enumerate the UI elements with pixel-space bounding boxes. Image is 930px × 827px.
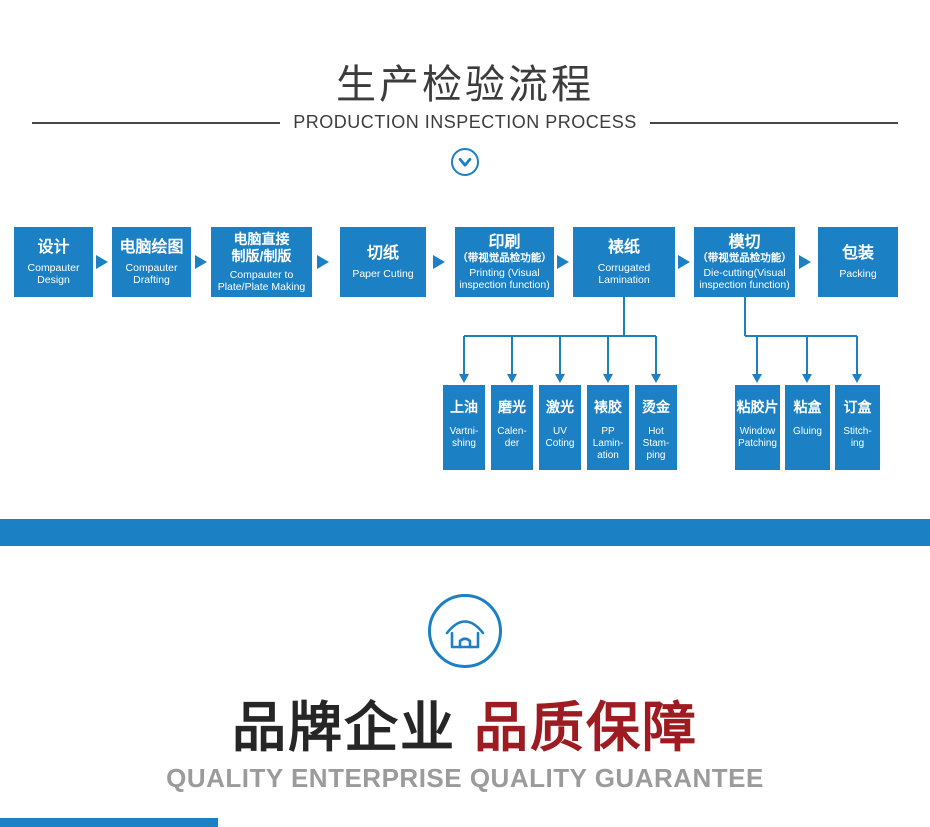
step-label-zh: 电脑直接 制版/制版 [231,231,292,264]
sub-step-label-zh: 激光 [546,399,574,415]
divider-right [649,121,898,124]
step-label-zh: 模切 [728,233,761,251]
sub-step-label-en: Calen- der [497,426,527,449]
page-subtitle: PRODUCTION INSPECTION PROCESS [293,112,637,132]
sub-step-label-zh: 上油 [450,399,478,415]
footer-title: 品牌企业品质保障 [0,697,930,759]
flow-step-printing: 印刷 （带视觉品检功能） Printing (Visual inspection… [455,227,554,297]
flow-step-paper-cutting: 切纸 Paper Cuting [340,227,426,297]
footer-subtitle: QUALITY ENTERPRISE QUALITY GUARANTEE [166,763,764,793]
flow-step-design: 设计 Compauter Design [14,227,93,297]
step-label-note: （带视觉品检功能） [697,251,792,264]
flow-connector-lines [459,297,862,383]
divider-left [32,121,281,124]
step-label-en: Printing (Visual inspection function) [459,267,550,292]
chevron-down-icon [451,148,479,176]
subtitle-row: PRODUCTION INSPECTION PROCESS [0,112,930,133]
arrow-right-icon [96,255,108,269]
sub-step-varnishing: 上油 Vartni- shing [443,385,485,470]
sub-step-window-patching: 粘胶片 Window Patching [735,385,780,470]
step-label-en: Die-cutting(Visual inspection function) [699,267,790,292]
next-section-edge [0,818,218,827]
sub-step-label-zh: 磨光 [498,399,526,415]
step-label-zh: 切纸 [366,245,399,263]
flow-step-packing: 包装 Packing [818,227,898,297]
sub-step-label-zh: 粘胶片 [736,399,779,415]
sub-step-label-zh: 粘盒 [793,399,822,415]
house-icon [428,594,502,668]
arrow-right-icon [433,255,445,269]
arrow-right-icon [195,255,207,269]
sub-step-label-en: Gluing [793,426,822,437]
arrow-right-icon [678,255,690,269]
sub-step-label-en: Stitch- ing [843,426,872,449]
sub-step-gluing: 粘盒 Gluing [785,385,830,470]
sub-step-label-en: PP Lamin- ation [592,426,624,461]
brand-title: 品牌企业 [232,698,456,758]
sub-step-pp-lamination: 裱胶 PP Lamin- ation [587,385,629,470]
sub-step-stitching: 订盒 Stitch- ing [835,385,880,470]
flow-step-drafting: 电脑绘图 Compauter Drafting [112,227,191,297]
step-label-en: Paper Cuting [352,267,414,280]
sub-step-label-en: Vartni- shing [449,426,479,449]
quality-title: 品质保障 [474,698,698,758]
arrow-down-icons [459,374,862,383]
step-label-en: Corrugated Lamination [597,261,651,286]
sub-step-calender: 磨光 Calen- der [491,385,533,470]
sub-step-label-zh: 订盒 [843,399,872,415]
page-title: 生产检验流程 [336,63,594,107]
arrow-right-icon [317,255,329,269]
step-label-en: Compauter Design [27,261,80,286]
sub-step-label-zh: 裱胶 [594,399,622,415]
sub-step-label-en: UV Coting [545,426,575,449]
arrow-right-icon [557,255,569,269]
sub-step-hot-stamping: 烫金 Hot Stam- ping [635,385,677,470]
step-label-en: Packing [839,267,877,280]
section-divider-band [0,519,930,546]
step-label-zh: 包装 [841,245,874,263]
step-label-note: （带视觉品检功能） [457,251,552,264]
step-label-zh: 电脑绘图 [119,239,184,257]
flow-step-plate-making: 电脑直接 制版/制版 Compauter to Plate/Plate Maki… [211,227,312,297]
sub-step-label-en: Window Patching [738,426,777,449]
step-label-en: Compauter Drafting [125,261,178,286]
step-label-zh: 设计 [37,239,70,257]
arrow-right-icon [799,255,811,269]
sub-step-label-en: Hot Stam- ping [642,426,670,461]
sub-step-label-zh: 烫金 [642,399,670,415]
flow-step-die-cutting: 模切 （带视觉品检功能） Die-cutting(Visual inspecti… [694,227,795,297]
step-label-en: Compauter to Plate/Plate Making [217,268,306,293]
flow-step-lamination: 裱纸 Corrugated Lamination [573,227,675,297]
sub-step-uv-coating: 激光 UV Coting [539,385,581,470]
step-label-zh: 裱纸 [607,239,640,257]
step-label-zh: 印刷 [488,233,521,251]
